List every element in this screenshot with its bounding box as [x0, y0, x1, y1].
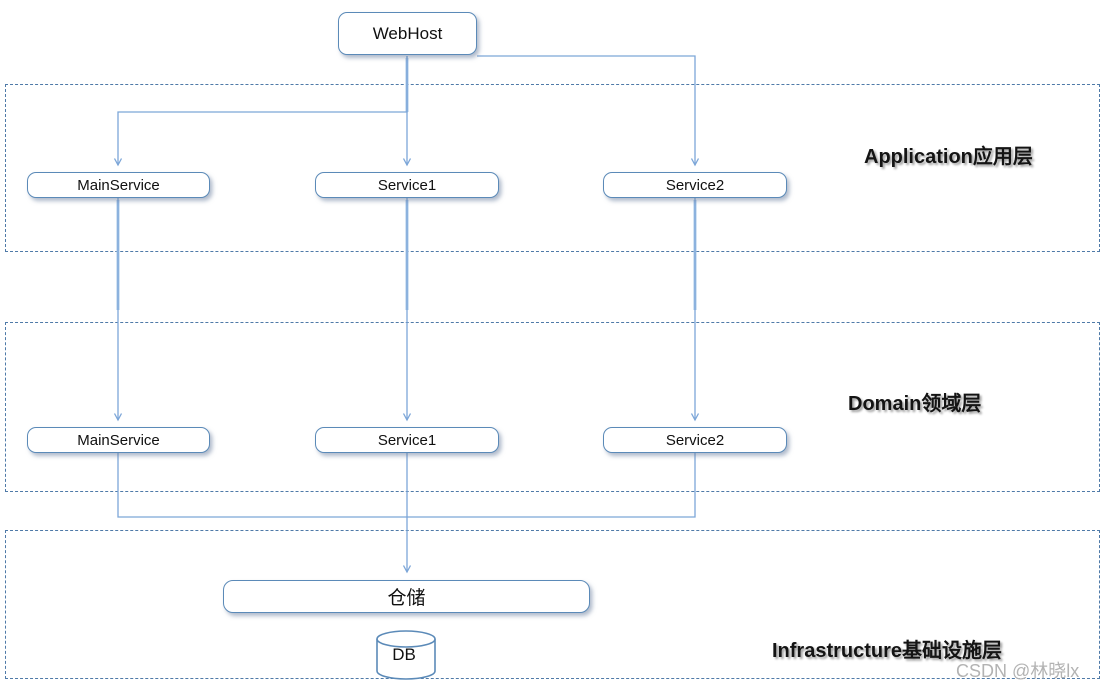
node-database: DB: [374, 629, 440, 683]
node-application-service2: Service2: [603, 172, 787, 198]
node-webhost: WebHost: [338, 12, 477, 55]
node-domain-service2: Service2: [603, 427, 787, 453]
node-application-mainservice: MainService: [27, 172, 210, 198]
node-label: Service1: [377, 431, 437, 449]
node-domain-mainservice: MainService: [27, 427, 210, 453]
layer-label-application: Application应用层: [864, 146, 1033, 168]
node-database-label: DB: [392, 645, 416, 664]
node-repository-label: 仓储: [387, 588, 426, 609]
node-label: Service1: [377, 176, 437, 194]
node-label: MainService: [77, 431, 160, 449]
node-repository: 仓储: [223, 580, 590, 613]
csdn-watermark: CSDN @林晓lx: [956, 661, 1080, 681]
layer-label-infrastructure: Infrastructure基础设施层: [772, 640, 1003, 662]
node-application-service1: Service1: [315, 172, 499, 198]
node-webhost-label: WebHost: [372, 23, 443, 43]
node-domain-service1: Service1: [315, 427, 499, 453]
database-cylinder-icon: [376, 630, 436, 680]
node-label: Service2: [665, 176, 725, 194]
node-label: Service2: [665, 431, 725, 449]
node-label: MainService: [77, 176, 160, 194]
layer-box-infrastructure: [5, 530, 1100, 679]
layer-label-domain: Domain领域层: [848, 393, 982, 415]
